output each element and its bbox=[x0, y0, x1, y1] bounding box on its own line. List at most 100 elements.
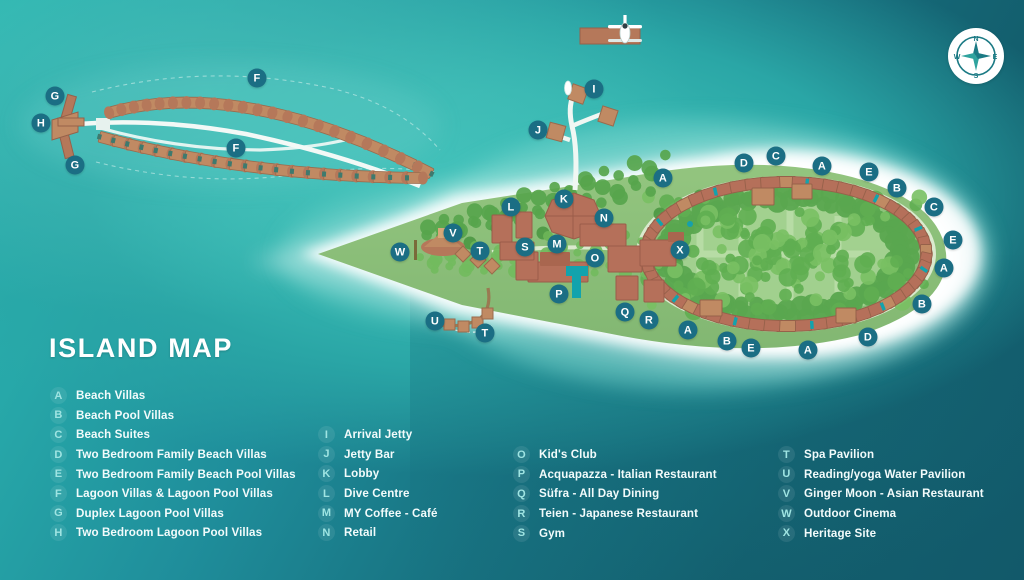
legend-badge: J bbox=[318, 445, 335, 463]
beach-suite bbox=[699, 299, 723, 317]
lagoon-villa-cluster bbox=[51, 75, 441, 189]
legend-label: Dive Centre bbox=[344, 487, 410, 501]
legend-badge: A bbox=[50, 387, 67, 405]
map-marker-w[interactable]: W bbox=[390, 242, 410, 262]
map-marker-b[interactable]: B bbox=[912, 294, 932, 314]
map-marker-a[interactable]: A bbox=[678, 320, 698, 340]
map-marker-o[interactable]: O bbox=[585, 248, 605, 268]
boat bbox=[564, 80, 572, 96]
map-marker-s[interactable]: S bbox=[515, 237, 535, 257]
map-marker-e[interactable]: E bbox=[859, 162, 879, 182]
map-marker-t[interactable]: T bbox=[470, 241, 490, 261]
map-marker-q[interactable]: Q bbox=[615, 302, 635, 322]
map-marker-m[interactable]: M bbox=[547, 234, 567, 254]
ginger-moon-building bbox=[421, 228, 465, 256]
beach-villa bbox=[791, 319, 814, 332]
map-marker-p[interactable]: P bbox=[549, 284, 569, 304]
map-marker-t[interactable]: T bbox=[475, 323, 495, 343]
map-marker-v[interactable]: V bbox=[443, 223, 463, 243]
map-marker-b[interactable]: B bbox=[887, 178, 907, 198]
map-marker-f[interactable]: F bbox=[247, 68, 267, 88]
legend-badge: L bbox=[318, 485, 335, 503]
map-marker-d[interactable]: D bbox=[858, 327, 878, 347]
legend-label: Two Bedroom Lagoon Pool Villas bbox=[76, 526, 263, 540]
legend-label: Two Bedroom Family Beach Villas bbox=[76, 448, 267, 462]
lagoon-outline bbox=[91, 75, 441, 180]
map-marker-a[interactable]: A bbox=[798, 340, 818, 360]
map-marker-u[interactable]: U bbox=[425, 311, 445, 331]
legend-badge: R bbox=[513, 505, 530, 523]
page-title: ISLAND MAP bbox=[49, 333, 233, 363]
main-pool bbox=[566, 266, 588, 298]
legend-badge: T bbox=[778, 446, 795, 464]
duplex-villas bbox=[51, 93, 85, 160]
map-marker-k[interactable]: K bbox=[554, 189, 574, 209]
restaurant-annex bbox=[540, 252, 570, 266]
legend-label: Reading/yoga Water Pavilion bbox=[804, 467, 966, 481]
map-marker-c[interactable]: C bbox=[766, 146, 786, 166]
lagoon-villa-south bbox=[404, 171, 429, 185]
map-marker-a[interactable]: A bbox=[934, 258, 954, 278]
map-marker-f[interactable]: F bbox=[226, 138, 246, 158]
legend-badge: X bbox=[778, 524, 795, 542]
heritage-site bbox=[668, 221, 693, 242]
legend-label: Süfra - All Day Dining bbox=[539, 487, 660, 501]
legend-badge: V bbox=[778, 485, 795, 503]
legend-item-l[interactable]: L Dive Centre bbox=[318, 484, 438, 504]
map-marker-r[interactable]: R bbox=[639, 310, 659, 330]
legend-badge: N bbox=[318, 524, 335, 542]
map-marker-e[interactable]: E bbox=[741, 338, 761, 358]
legend-badge: O bbox=[513, 446, 530, 464]
beach-suite bbox=[751, 187, 775, 206]
map-marker-g[interactable]: G bbox=[65, 155, 85, 175]
map-marker-e[interactable]: E bbox=[943, 230, 963, 250]
seaplane-icon bbox=[608, 15, 642, 44]
legend-item-i[interactable]: I Arrival Jetty bbox=[318, 425, 438, 445]
map-marker-x[interactable]: X bbox=[670, 240, 690, 260]
map-marker-h[interactable]: H bbox=[31, 113, 51, 133]
map-marker-c[interactable]: C bbox=[924, 197, 944, 217]
legend-label: Acquapazza - Italian Restaurant bbox=[539, 467, 717, 481]
map-marker-i[interactable]: I bbox=[584, 79, 604, 99]
map-marker-a[interactable]: A bbox=[653, 168, 673, 188]
compass-west-label: W bbox=[954, 54, 961, 61]
map-marker-d[interactable]: D bbox=[734, 153, 754, 173]
map-marker-j[interactable]: J bbox=[528, 120, 548, 140]
map-marker-n[interactable]: N bbox=[594, 208, 614, 228]
map-marker-g[interactable]: G bbox=[45, 86, 65, 106]
legend-badge: I bbox=[318, 426, 335, 444]
seaplane-platform bbox=[579, 15, 642, 45]
legend-label: Lobby bbox=[344, 467, 380, 481]
map-marker-l[interactable]: L bbox=[501, 197, 521, 217]
legend-label: Gym bbox=[539, 526, 566, 540]
legend-badge: G bbox=[50, 504, 67, 522]
map-marker-a[interactable]: A bbox=[812, 156, 832, 176]
legend-label: Beach Suites bbox=[76, 428, 151, 442]
legend-label: Arrival Jetty bbox=[344, 428, 413, 442]
map-marker-b[interactable]: B bbox=[717, 331, 737, 351]
